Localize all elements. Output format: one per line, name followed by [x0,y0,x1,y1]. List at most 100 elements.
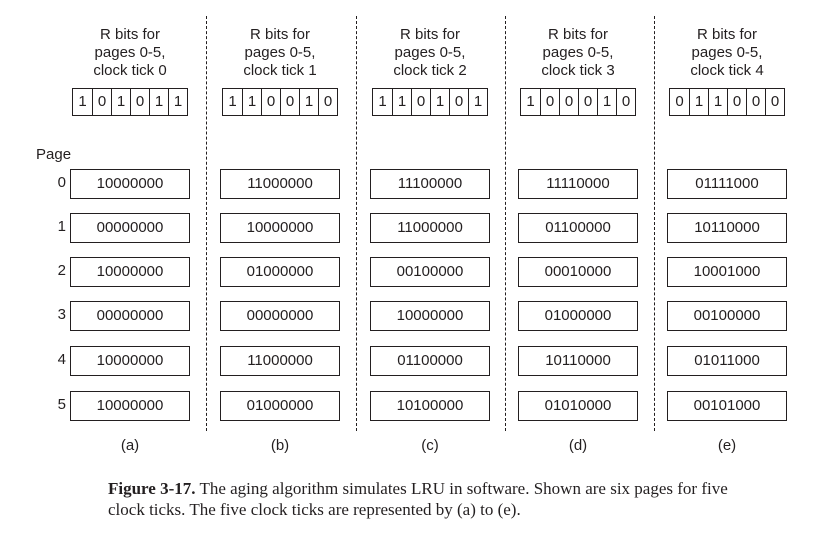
r-bit-cell: 0 [675,93,684,110]
column-header-line: clock tick 3 [541,62,615,79]
column-header-line: clock tick 2 [393,62,467,79]
column-header-line: clock tick 0 [93,62,167,79]
age-counter-box: 00000000 [220,301,340,331]
age-counter-box: 00100000 [667,301,787,331]
age-counter-box: 11110000 [518,169,638,199]
page-number-label: 0 [57,174,66,191]
r-bit-cell: 1 [468,89,487,115]
r-bit-cell: 0 [540,89,559,115]
caption-text: The aging algorithm simulates LRU in sof… [108,479,728,519]
column-header-line: pages 0-5, [394,44,466,61]
column-divider [356,16,357,431]
column-label: (e) [717,437,737,454]
age-counter-box: 10000000 [70,391,190,421]
r-bit-cell: 1 [149,89,168,115]
r-bit-cell: 0 [559,89,578,115]
column-label: (b) [270,437,290,454]
age-counter-box: 10100000 [370,391,490,421]
r-bit-cell: 1 [111,89,130,115]
r-bit-cell: 0 [130,89,149,115]
age-counter-box: 10000000 [220,213,340,243]
age-counter-box: 10000000 [70,346,190,376]
age-counter-box: 01100000 [370,346,490,376]
age-counter-box: 11000000 [220,346,340,376]
r-bit-cell: 0 [578,89,597,115]
age-counter-box: 01011000 [667,346,787,376]
page-number-label: 3 [57,306,66,323]
r-bit-cell: 0 [765,89,784,115]
age-counter-box: 11100000 [370,169,490,199]
r-bit-cell: 1 [299,89,318,115]
page-number-label: 5 [57,396,66,413]
column-header-line: R bits for [249,26,310,43]
age-counter-box: 00000000 [70,301,190,331]
column-header-line: R bits for [547,26,608,43]
column-header-line: R bits for [399,26,460,43]
age-counter-box: 10110000 [518,346,638,376]
r-bit-cell: 1 [708,89,727,115]
r-bit-cell: 0 [318,89,337,115]
r-bit-cell: 1 [689,89,708,115]
age-counter-box: 10000000 [70,169,190,199]
age-counter-box: 01000000 [220,257,340,287]
age-counter-box: 11000000 [370,213,490,243]
column-header-line: pages 0-5, [691,44,763,61]
r-bit-cell: 1 [378,93,387,110]
age-counter-box: 01000000 [518,301,638,331]
age-counter-box: 00100000 [370,257,490,287]
r-bit-cell: 1 [597,89,616,115]
r-bit-cell: 0 [92,89,111,115]
column-divider [505,16,506,431]
age-counter-box: 01111000 [667,169,787,199]
r-bit-cell: 1 [168,89,187,115]
page-axis-label: Page [36,146,72,163]
r-bit-cell: 1 [430,89,449,115]
r-bit-cell: 0 [449,89,468,115]
column-header-line: pages 0-5, [542,44,614,61]
r-bit-cell: 1 [228,93,237,110]
r-bit-cell: 0 [411,89,430,115]
r-bit-cell: 1 [392,89,411,115]
column-header-line: pages 0-5, [94,44,166,61]
age-counter-box: 00010000 [518,257,638,287]
age-counter-box: 01010000 [518,391,638,421]
column-label: (a) [120,437,140,454]
age-counter-box: 10000000 [370,301,490,331]
column-label: (c) [421,437,439,454]
column-label: (d) [568,437,588,454]
age-counter-box: 11000000 [220,169,340,199]
r-bit-cell: 0 [746,89,765,115]
r-bit-cell: 0 [261,89,280,115]
r-bit-cell: 0 [616,89,635,115]
age-counter-box: 10000000 [70,257,190,287]
age-counter-box: 00000000 [70,213,190,243]
age-counter-box: 10110000 [667,213,787,243]
age-counter-box: 00101000 [667,391,787,421]
column-header-line: clock tick 4 [690,62,764,79]
column-header-line: clock tick 1 [243,62,317,79]
column-header-line: R bits for [99,26,160,43]
page-number-label: 4 [57,351,66,368]
figure-caption: Figure 3-17. The aging algorithm simulat… [108,478,748,520]
age-counter-box: 01000000 [220,391,340,421]
column-header-line: pages 0-5, [244,44,316,61]
r-bit-cell: 1 [526,93,535,110]
age-counter-box: 10001000 [667,257,787,287]
column-divider [206,16,207,431]
page-number-label: 2 [57,262,66,279]
page-number-label: 1 [57,218,66,235]
age-counter-box: 01100000 [518,213,638,243]
r-bit-cell: 1 [242,89,261,115]
column-divider [654,16,655,431]
r-bit-cell: 0 [727,89,746,115]
r-bit-cell: 0 [280,89,299,115]
